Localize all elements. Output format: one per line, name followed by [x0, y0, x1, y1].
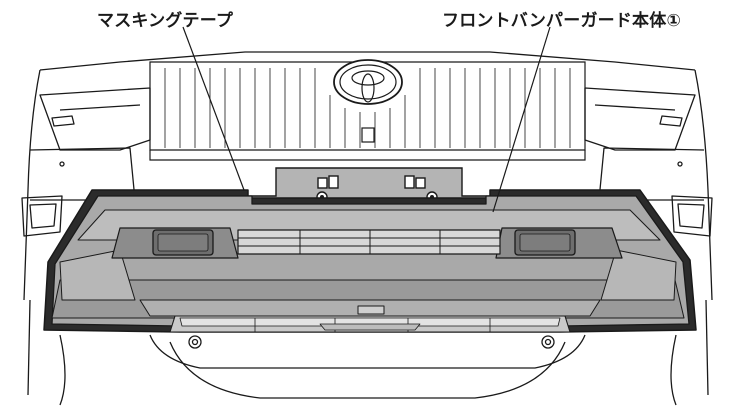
label-masking-tape: マスキングテープ	[97, 11, 234, 31]
front-bumper-guard	[43, 189, 697, 333]
front-grille	[149, 59, 586, 161]
leader-line-bumper-guard	[492, 26, 551, 213]
leader-line-masking-tape	[182, 26, 245, 191]
leader-lines	[182, 26, 551, 213]
label-front-bumper-guard: フロントバンパーガード本体①	[442, 11, 682, 31]
vehicle-body	[21, 51, 713, 406]
